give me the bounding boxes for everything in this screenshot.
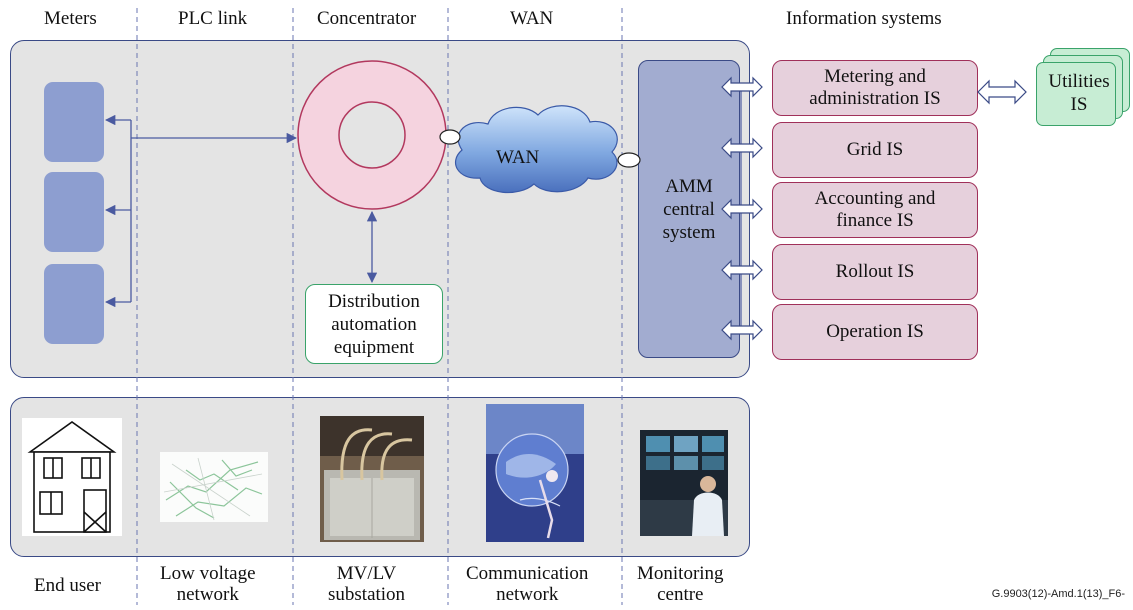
is-box-label-line: Rollout IS (835, 261, 915, 282)
is-box-rollout: Rollout IS (772, 244, 978, 300)
header-wan: WAN (510, 8, 554, 29)
distribution-automation-equipment: Distribution automation equipment (305, 284, 443, 364)
footer-line: Low voltage (160, 563, 256, 584)
is-box-metering-administration: Metering and administration IS (772, 60, 978, 116)
footer-line: Monitoring (637, 563, 724, 584)
distribution-label-line: automation (331, 313, 417, 335)
is-box-accounting-finance: Accounting and finance IS (772, 182, 978, 238)
footer-communication-network: Communication network (466, 563, 588, 605)
is-box-grid: Grid IS (772, 122, 978, 178)
utilities-label: Utilities IS (1040, 70, 1118, 116)
footer-low-voltage-network: Low voltage network (160, 563, 256, 605)
house-image (22, 418, 122, 536)
meter-1 (44, 82, 104, 162)
footer-line: substation (328, 584, 406, 605)
footer-substation: MV/LV substation (328, 563, 405, 605)
utilities-label-line: IS (1070, 94, 1088, 115)
footer-line: Communication (466, 563, 589, 584)
distribution-label-line: equipment (333, 336, 415, 358)
footer-line: MV/LV (336, 563, 397, 584)
is-box-label-line: finance IS (836, 210, 914, 231)
is-box-label-line: Operation IS (826, 321, 924, 342)
is-links (721, 76, 1027, 341)
monitoring-centre-image (640, 430, 728, 536)
wan-cloud (455, 105, 618, 194)
link-is-metering (721, 76, 763, 98)
footer-line: network (496, 584, 559, 605)
header-information-systems: Information systems (786, 8, 942, 29)
footer-end-user: End user (34, 575, 102, 596)
footer-line: network (176, 584, 239, 605)
substation-image (320, 416, 424, 542)
header-concentrator: Concentrator (317, 8, 417, 29)
footer-monitoring-centre: Monitoring centre (637, 563, 724, 605)
plc-links (104, 114, 378, 308)
concentrator-ring-inner (338, 101, 406, 169)
distribution-label-line: Distribution (328, 290, 420, 312)
utilities-card-front (1036, 62, 1116, 126)
amm-label-line: system (662, 222, 716, 243)
utilities-label-line: Utilities (1048, 71, 1110, 92)
is-box-operation: Operation IS (772, 304, 978, 360)
link-utilities-is (977, 79, 1027, 105)
is-box-label-line: Metering and (824, 66, 926, 87)
is-box-label-line: administration IS (809, 88, 941, 109)
amm-label-line: AMM (665, 176, 713, 197)
communication-network-image (486, 404, 584, 542)
connector-concentrator-wan (439, 129, 461, 145)
connector-wan-amm (617, 152, 641, 168)
meter-2 (44, 172, 104, 252)
figure-code: G.9903(12)-Amd.1(13)_F6- (991, 588, 1125, 600)
amm-label-line: central (663, 199, 715, 220)
footer-line: centre (657, 584, 704, 605)
is-box-label-line: Grid IS (846, 139, 904, 160)
link-is-grid (721, 137, 763, 159)
low-voltage-map-image (160, 452, 268, 522)
link-is-accounting (721, 198, 763, 220)
link-is-operation (721, 319, 763, 341)
meter-3 (44, 264, 104, 344)
column-separators (136, 8, 623, 605)
link-is-rollout (721, 259, 763, 281)
is-box-label-line: Accounting and (814, 188, 936, 209)
header-plc-link: PLC link (178, 8, 248, 29)
header-meters: Meters (44, 8, 97, 29)
wan-label: WAN (496, 147, 540, 168)
